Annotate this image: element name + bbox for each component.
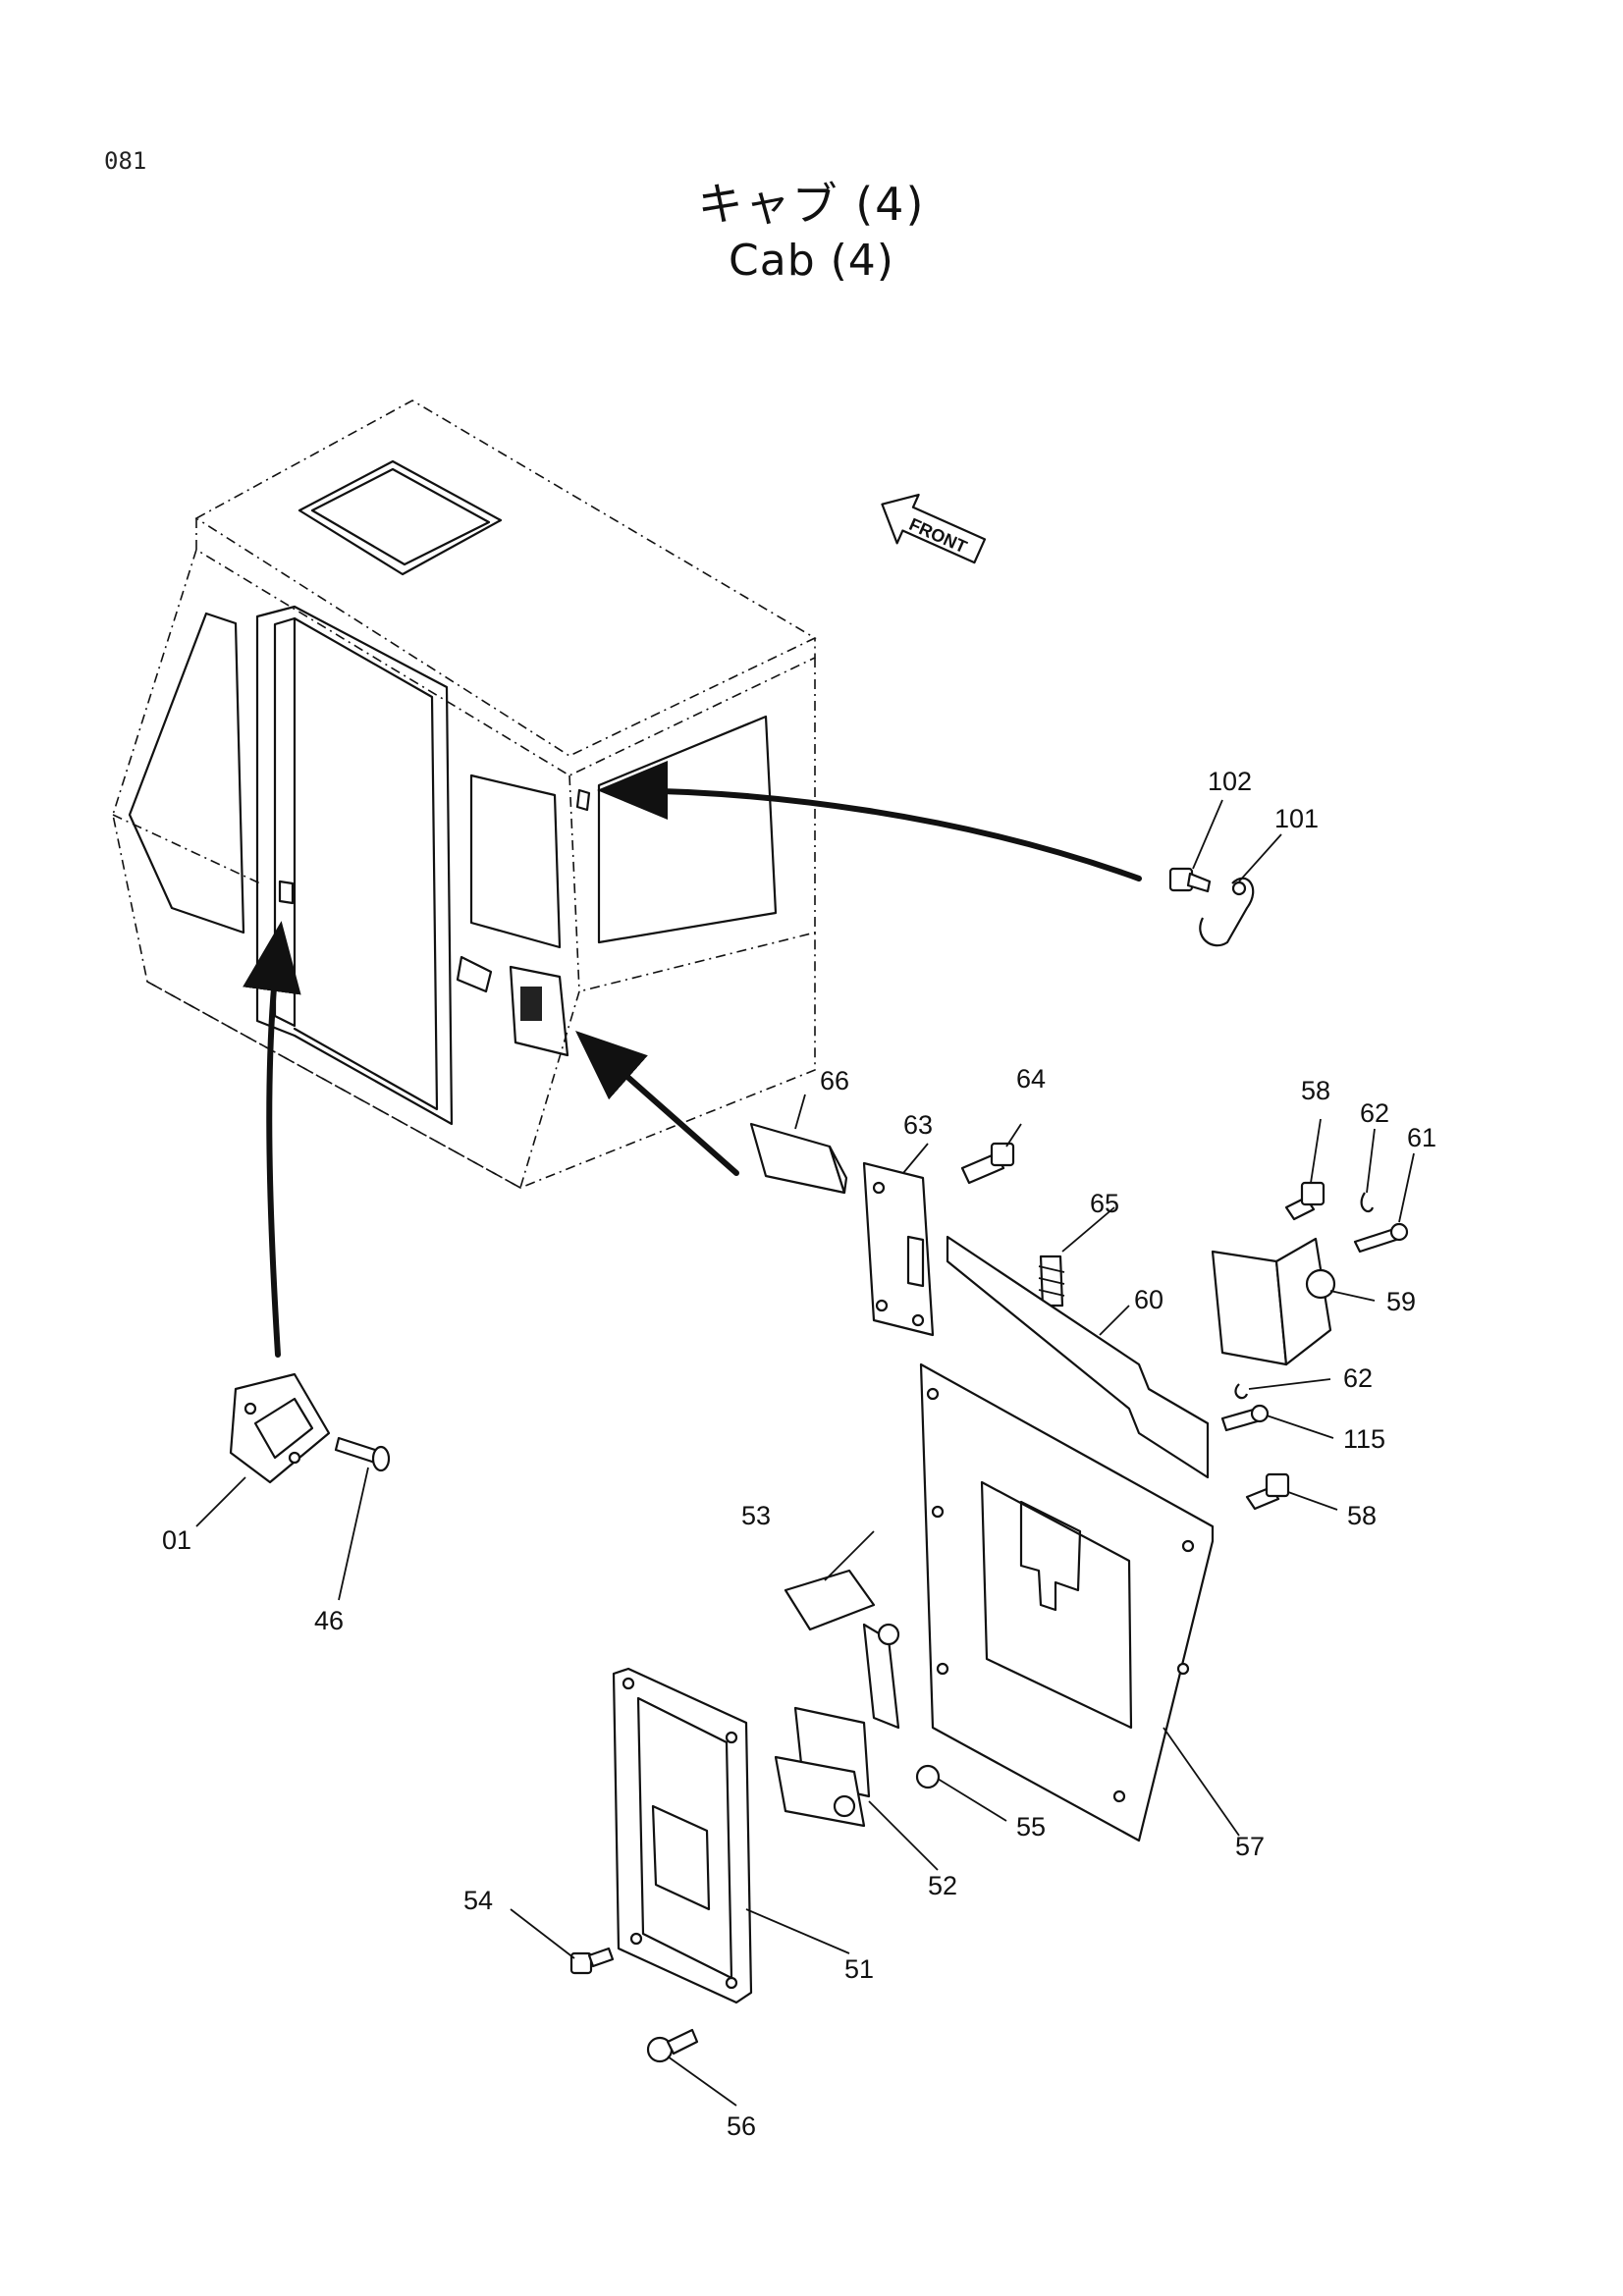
leader-lines: [195, 799, 1415, 2107]
callout-51: 51: [844, 1954, 874, 1984]
callout-62-lower: 62: [1343, 1363, 1373, 1393]
callout-46: 46: [314, 1606, 344, 1635]
part-52-latch-assembly: [774, 1623, 900, 1828]
part-53-shim: [784, 1569, 876, 1631]
callout-101: 101: [1274, 804, 1319, 833]
callout-53: 53: [741, 1501, 771, 1530]
cab-body: [112, 400, 817, 1189]
callout-66: 66: [820, 1066, 849, 1095]
callout-57: 57: [1235, 1832, 1265, 1861]
callout-labels: 102 101 66 63 64 65 60 58 62 61 59 62 11…: [162, 767, 1436, 2141]
part-51-housing-plate: [612, 1667, 753, 2004]
part-66-rubber-block: [749, 1122, 848, 1195]
part-55-nut: [915, 1764, 941, 1789]
part-62-cotter-pin-lower: [1234, 1383, 1249, 1400]
callout-52: 52: [928, 1871, 957, 1900]
part-60-rod: [946, 1235, 1210, 1479]
callout-102: 102: [1208, 767, 1252, 796]
callout-60: 60: [1134, 1285, 1163, 1314]
part-46-screw: [334, 1436, 391, 1472]
callout-63: 63: [903, 1110, 933, 1140]
part-58-bolt-upper: [1284, 1181, 1325, 1221]
callout-64: 64: [1016, 1064, 1046, 1094]
front-label: FRONT: [906, 514, 970, 557]
part-58-bolt-lower: [1245, 1472, 1290, 1511]
callout-56: 56: [727, 2111, 756, 2141]
part-01-striker: [229, 1372, 331, 1484]
part-64-bolt: [960, 1142, 1015, 1185]
callout-61: 61: [1407, 1123, 1436, 1152]
part-54-bolt: [569, 1947, 615, 1975]
part-57-cover-plate: [919, 1362, 1215, 1842]
callout-62-upper: 62: [1360, 1098, 1389, 1128]
part-61-pin: [1353, 1222, 1409, 1254]
arrow-striker: [243, 921, 301, 1358]
part-65-spring: [1038, 1255, 1065, 1308]
callout-58-upper: 58: [1301, 1076, 1330, 1105]
page-code: 081: [104, 147, 147, 175]
callout-59: 59: [1386, 1287, 1416, 1316]
title-japanese: キャブ (4): [697, 178, 926, 231]
callout-115: 115: [1343, 1424, 1385, 1454]
callout-58-lower: 58: [1347, 1501, 1377, 1530]
title-english: Cab (4): [729, 236, 894, 286]
part-115-pin: [1220, 1404, 1270, 1432]
callout-01: 01: [162, 1525, 191, 1555]
part-102-bolt: [1168, 867, 1212, 893]
arrow-hook: [597, 761, 1142, 881]
callout-65: 65: [1090, 1189, 1119, 1218]
part-59-bracket: [1211, 1237, 1336, 1366]
part-56-bolt: [646, 2028, 699, 2063]
part-62-cotter-pin-upper: [1360, 1192, 1375, 1213]
callout-54: 54: [463, 1886, 493, 1915]
part-63-bracket: [862, 1161, 935, 1337]
part-101-hook: [1199, 877, 1255, 947]
front-direction-marker: FRONT: [881, 493, 987, 564]
arrow-door-lock: [575, 1031, 739, 1176]
callout-55: 55: [1016, 1812, 1046, 1842]
